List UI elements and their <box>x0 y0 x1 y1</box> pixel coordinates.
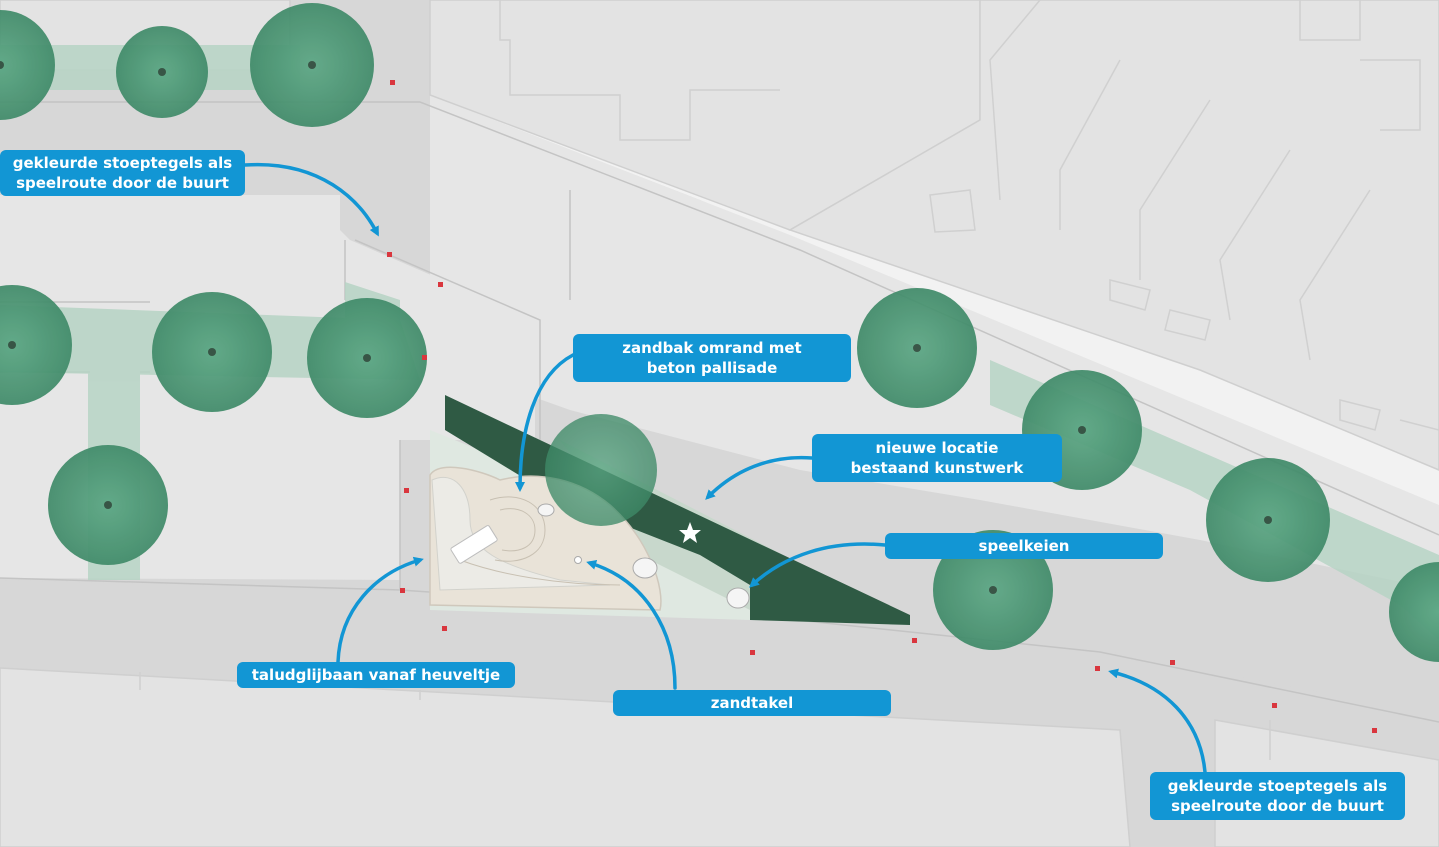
arrow-icon <box>243 162 379 237</box>
tile-marker-icon <box>1170 660 1175 665</box>
tile-marker-icon <box>387 252 392 257</box>
callout-zandtakel: zandtakel <box>613 690 891 716</box>
tile-markers <box>387 80 1377 733</box>
tile-marker-icon <box>422 355 427 360</box>
tree-icon <box>0 10 55 120</box>
play-boulder-icon <box>726 587 750 609</box>
arrow-icon <box>336 556 424 664</box>
tile-marker-icon <box>438 282 443 287</box>
tree-icon <box>307 298 427 418</box>
arrow-icon <box>749 542 887 588</box>
callout-kunstwerk: nieuwe locatie bestaand kunstwerk <box>812 434 1062 482</box>
tile-marker-icon <box>750 650 755 655</box>
tree-icon <box>933 530 1053 650</box>
sand-crane-icon <box>574 556 582 564</box>
tree-icon <box>1389 562 1439 662</box>
arrow-icon <box>586 559 677 690</box>
tile-marker-icon <box>404 488 409 493</box>
tile-marker-icon <box>1272 703 1277 708</box>
arrow-icon <box>705 455 814 500</box>
tree-icon <box>250 3 374 127</box>
street-lower <box>0 580 1439 847</box>
tree-icon <box>545 414 657 526</box>
callout-stoeptegels-top: gekleurde stoeptegels als speelroute doo… <box>0 150 245 196</box>
callout-taludglijbaan: taludglijbaan vanaf heuveltje <box>237 662 515 688</box>
tree-icon <box>116 26 208 118</box>
tile-marker-icon <box>390 80 395 85</box>
building-lines <box>139 0 1439 760</box>
callout-zandbak: zandbak omrand met beton pallisade <box>573 334 851 382</box>
slide-icon <box>450 525 498 564</box>
play-boulder-icon <box>632 557 658 579</box>
tile-marker-icon <box>442 626 447 631</box>
star-icon <box>679 522 701 543</box>
arrow-icon <box>1108 668 1207 774</box>
sand-contour-lines <box>459 496 621 586</box>
tile-marker-icon <box>1372 728 1377 733</box>
building-top-right <box>788 0 1439 471</box>
tile-marker-icon <box>912 638 917 643</box>
tree-icon <box>857 288 977 408</box>
tile-marker-icon <box>1095 666 1100 671</box>
play-boulder-icon <box>537 503 555 517</box>
callout-arrows <box>243 162 1207 774</box>
tile-marker-icon <box>400 588 405 593</box>
callout-speelkeien: speelkeien <box>885 533 1163 559</box>
arrow-icon <box>515 353 575 492</box>
tree-icon <box>152 292 272 412</box>
tree-icon <box>48 445 168 565</box>
hill-area <box>431 477 611 591</box>
tree-icon <box>1206 458 1330 582</box>
tree-icon <box>0 285 72 405</box>
callout-stoeptegels-bottom: gekleurde stoeptegels als speelroute doo… <box>1150 772 1405 820</box>
